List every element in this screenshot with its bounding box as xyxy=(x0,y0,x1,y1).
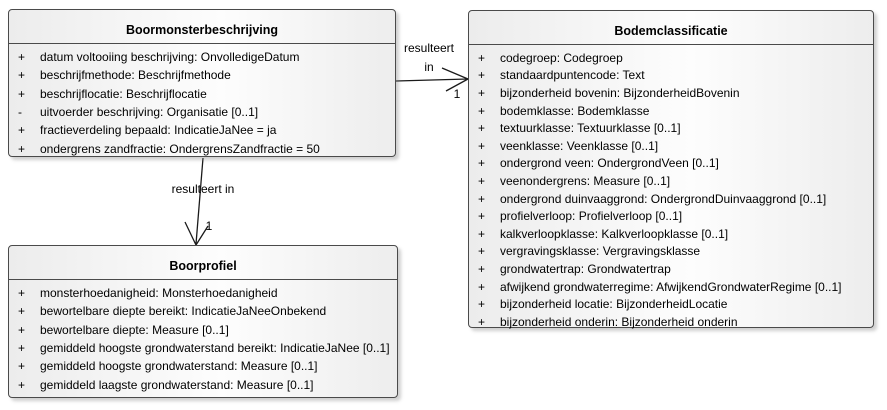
visibility-marker: + xyxy=(478,138,486,153)
attribute-row: + datum voltooiing beschrijving: Onvolled… xyxy=(9,48,395,66)
attribute-text: veenklasse: Veenklasse [0..1] xyxy=(500,138,659,153)
attribute-row: + codegroep: Codegroep xyxy=(469,49,873,67)
attribute-row: + bijzonderheid locatie: BijzonderheidLoc… xyxy=(469,295,873,313)
attribute-text: bewortelbare diepte: Measure [0..1] xyxy=(40,322,229,337)
visibility-marker: + xyxy=(478,314,486,329)
class-boorprofiel: Boorprofiel + monsterhoedanigheid: Monste… xyxy=(8,245,398,398)
attribute-row: + veenondergrens: Measure [0..1] xyxy=(469,172,873,190)
attribute-text: kalkverloopklasse: Kalkverloopklasse [0.… xyxy=(500,226,729,241)
attribute-row: + beschrijflocatie: Beschrijflocatie xyxy=(9,85,395,103)
class-bodemclassificatie: Bodemclassificatie + codegroep: Codegroep… xyxy=(468,10,874,331)
visibility-marker: + xyxy=(18,286,26,301)
visibility-marker: + xyxy=(478,209,486,224)
attribute-row: + profielverloop: Profielverloop [0..1] xyxy=(469,207,873,225)
multiplicity-label: 1 xyxy=(205,219,213,233)
class-title: Bodemclassificatie xyxy=(469,11,873,45)
attribute-text: textuurklasse: Textuurklasse [0..1] xyxy=(500,121,681,136)
visibility-marker: + xyxy=(18,377,26,392)
visibility-marker: + xyxy=(478,297,486,312)
attribute-text: afwijkend grondwaterregime: AfwijkendGro… xyxy=(500,279,842,294)
attribute-row: + veenklasse: Veenklasse [0..1] xyxy=(469,137,873,155)
attribute-row: + fractieverdeling bepaald: IndicatieJaNe… xyxy=(9,121,395,139)
visibility-marker: + xyxy=(478,156,486,171)
attribute-text: gemiddeld laagste grondwaterstand: Measu… xyxy=(40,377,314,392)
visibility-marker: + xyxy=(478,121,486,136)
attribute-row: + bewortelbare diepte bereikt: IndicatieJ… xyxy=(9,302,397,320)
attribute-text: gemiddeld hoogste grondwaterstand: Measu… xyxy=(40,359,318,374)
class-boormonsterbeschrijving: Boormonsterbeschrijving + datum voltooiin… xyxy=(8,9,396,157)
attribute-row: + gemiddeld hoogste grondwaterstand: Meas… xyxy=(9,357,397,375)
attribute-row: + grondwatertrap: Grondwatertrap xyxy=(469,260,873,278)
attribute-row: + textuurklasse: Textuurklasse [0..1] xyxy=(469,119,873,137)
attribute-text: uitvoerder beschrijving: Organisatie [0.… xyxy=(40,105,259,120)
attribute-text: bewortelbare diepte bereikt: IndicatieJa… xyxy=(40,304,327,319)
connector-label-in: in xyxy=(424,60,434,74)
visibility-marker: + xyxy=(18,304,26,319)
attribute-text: codegroep: Codegroep xyxy=(500,50,623,65)
visibility-marker: + xyxy=(478,68,486,83)
attribute-text: bijzonderheid onderin: Bijzonderheid ond… xyxy=(500,314,738,329)
attribute-row: + bewortelbare diepte: Measure [0..1] xyxy=(9,321,397,339)
attribute-row: + ondergrond veen: OndergrondVeen [0..1] xyxy=(469,155,873,173)
visibility-marker: + xyxy=(478,226,486,241)
class-attribute-list: + monsterhoedanigheid: Monsterhoedanighei… xyxy=(9,280,397,394)
visibility-marker: + xyxy=(478,261,486,276)
multiplicity-label: 1 xyxy=(453,87,461,101)
visibility-marker: + xyxy=(18,141,26,156)
attribute-text: veenondergrens: Measure [0..1] xyxy=(500,173,671,188)
visibility-marker: + xyxy=(18,341,26,356)
class-title: Boorprofiel xyxy=(9,246,397,280)
attribute-text: fractieverdeling bepaald: IndicatieJaNee… xyxy=(40,123,277,138)
visibility-marker: + xyxy=(478,244,486,259)
attribute-text: ondergrond veen: OndergrondVeen [0..1] xyxy=(500,156,719,171)
attribute-row: + gemiddeld hoogste grondwaterstand berei… xyxy=(9,339,397,357)
attribute-text: datum voltooiing beschrijving: Onvolledi… xyxy=(40,50,300,65)
visibility-marker: + xyxy=(18,322,26,337)
attribute-text: grondwatertrap: Grondwatertrap xyxy=(500,261,671,276)
class-title: Boormonsterbeschrijving xyxy=(9,10,395,44)
class-attribute-list: + codegroep: Codegroep + standaardpuntencod… xyxy=(469,45,873,331)
visibility-marker: + xyxy=(18,123,26,138)
visibility-marker: + xyxy=(478,191,486,206)
attribute-row: + bodemklasse: Bodemklasse xyxy=(469,102,873,120)
attribute-row: + bijzonderheid bovenin: BijzonderheidBov… xyxy=(469,84,873,102)
visibility-marker: + xyxy=(478,103,486,118)
attribute-text: bijzonderheid bovenin: BijzonderheidBove… xyxy=(500,85,740,100)
attribute-row: + afwijkend grondwaterregime: AfwijkendGr… xyxy=(469,278,873,296)
attribute-row: + monsterhoedanigheid: Monsterhoedanighei… xyxy=(9,284,397,302)
visibility-marker: + xyxy=(18,50,26,65)
visibility-marker: + xyxy=(478,279,486,294)
attribute-text: beschrijflocatie: Beschrijflocatie xyxy=(40,86,207,101)
attribute-text: standaardpuntencode: Text xyxy=(500,68,645,83)
attribute-text: ondergrens zandfractie: OndergrensZandfr… xyxy=(40,141,320,156)
visibility-marker: + xyxy=(478,50,486,65)
attribute-text: ondergrond duinvaaggrond: OndergrondDuin… xyxy=(500,191,827,206)
visibility-marker: + xyxy=(18,68,26,83)
visibility-marker: - xyxy=(18,105,22,120)
attribute-row: + standaardpuntencode: Text xyxy=(469,67,873,85)
attribute-text: monsterhoedanigheid: Monsterhoedanigheid xyxy=(40,286,278,301)
attribute-text: gemiddeld hoogste grondwaterstand bereik… xyxy=(40,341,390,356)
attribute-row: + gemiddeld laagste grondwaterstand: Meas… xyxy=(9,375,397,393)
attribute-row: + ondergrond duinvaaggrond: OndergrondDui… xyxy=(469,190,873,208)
connector-label-resulteert: resulteert xyxy=(403,41,455,55)
attribute-text: vergravingsklasse: Vergravingsklasse xyxy=(500,244,701,259)
attribute-row: + vergravingsklasse: Vergravingsklasse xyxy=(469,243,873,261)
attribute-text: profielverloop: Profielverloop [0..1] xyxy=(500,209,683,224)
attribute-row: + kalkverloopklasse: Kalkverloopklasse [0… xyxy=(469,225,873,243)
visibility-marker: + xyxy=(18,86,26,101)
attribute-row: - uitvoerder beschrijving: Organisatie [0… xyxy=(9,103,395,121)
attribute-text: bodemklasse: Bodemklasse xyxy=(500,103,650,118)
attribute-row: + bijzonderheid onderin: Bijzonderheid on… xyxy=(469,313,873,331)
attribute-text: bijzonderheid locatie: BijzonderheidLoca… xyxy=(500,297,728,312)
class-attribute-list: + datum voltooiing beschrijving: Onvolled… xyxy=(9,44,395,158)
connector-label-resulteert-in: resulteert in xyxy=(171,182,235,196)
visibility-marker: + xyxy=(478,85,486,100)
attribute-row: + ondergrens zandfractie: OndergrensZandf… xyxy=(9,139,395,157)
visibility-marker: + xyxy=(478,173,486,188)
visibility-marker: + xyxy=(18,359,26,374)
attribute-row: + beschrijfmethode: Beschrijfmethode xyxy=(9,66,395,84)
attribute-text: beschrijfmethode: Beschrijfmethode xyxy=(40,68,231,83)
